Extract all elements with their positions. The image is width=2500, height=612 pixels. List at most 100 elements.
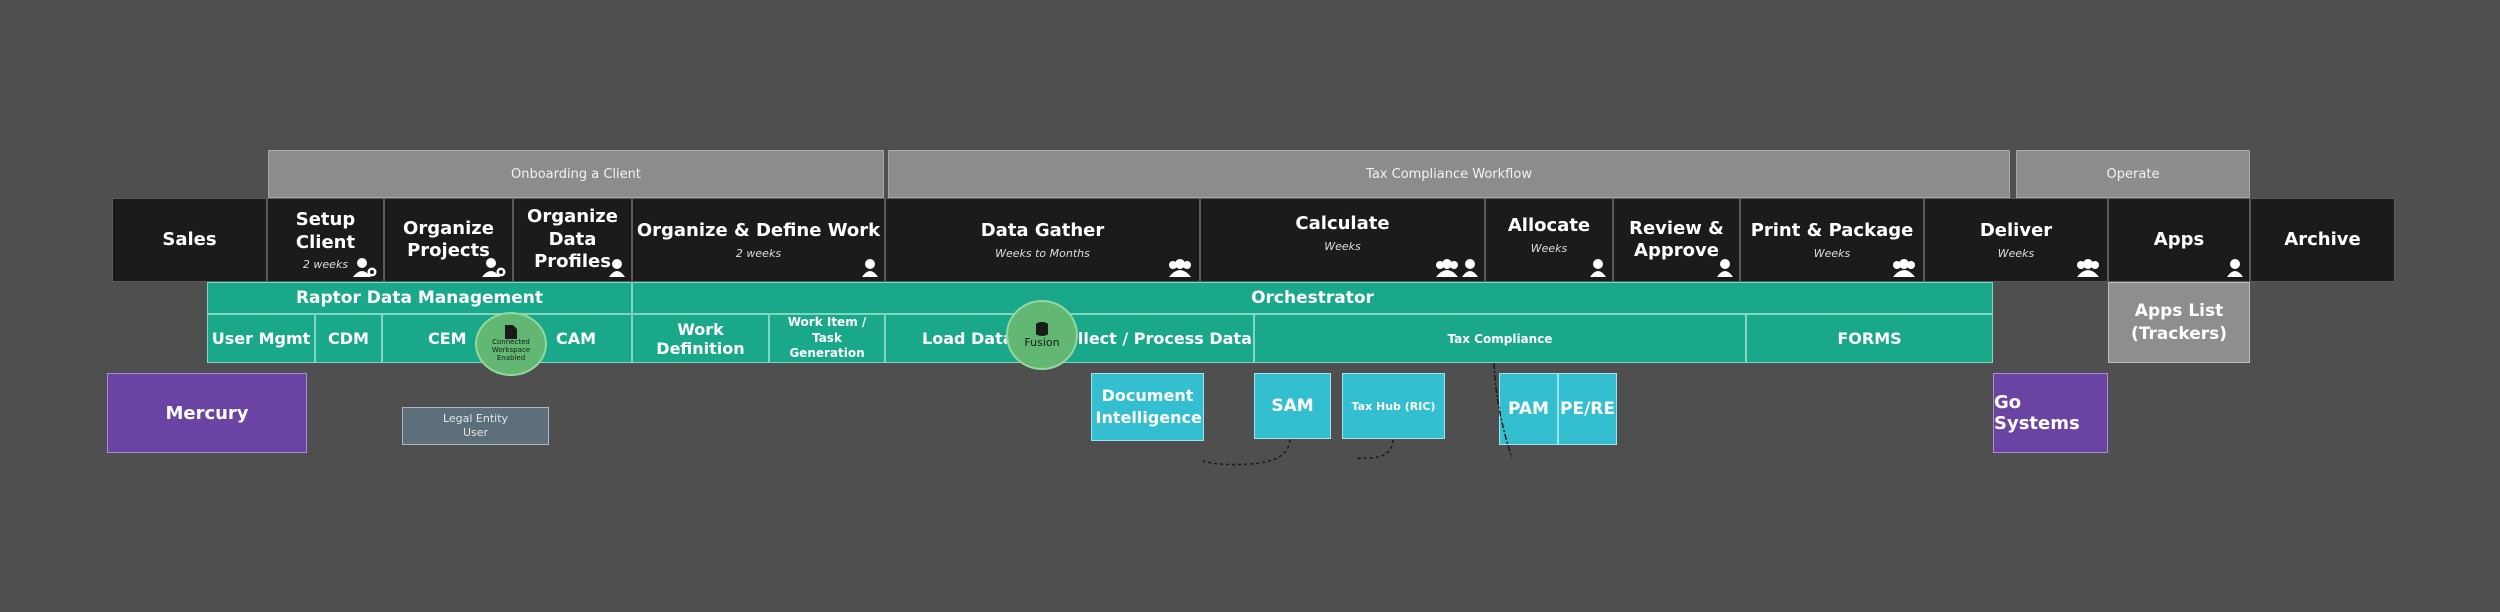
stage-calculate: Calculate Weeks [1200, 198, 1485, 282]
stage-calculate-duration: Weeks [1324, 239, 1361, 253]
stage-organize-define-work: Organize & Define Work 2 weeks [632, 198, 885, 282]
collect-process-label: Collect / Process Data [1055, 329, 1252, 348]
stage-print-package-title: Print & Package [1750, 220, 1914, 242]
cdm-label: CDM [328, 329, 369, 348]
stage-apps: Apps [2108, 198, 2250, 282]
pam: PAM [1499, 373, 1558, 445]
stage-allocate-duration: Weeks [1530, 241, 1568, 255]
stage-deliver: Deliver Weeks [1924, 198, 2108, 282]
stage-archive: Archive [2250, 198, 2395, 282]
raptor-label: Raptor Data Management [295, 288, 544, 308]
user-mgmt: User Mgmt [207, 314, 315, 363]
user-icon [862, 259, 878, 277]
legal-entity-user: Legal Entity User [402, 407, 549, 445]
user-icon [1590, 259, 1606, 277]
user-gear-icon [482, 257, 506, 277]
users-icon [1167, 259, 1193, 277]
user-mgmt-label: User Mgmt [211, 329, 311, 348]
mercury-label: Mercury [165, 402, 249, 424]
legal-entity-label: Legal Entity User [442, 411, 509, 439]
stage-print-package-duration: Weeks [1813, 246, 1851, 260]
cem-label: CEM [428, 329, 467, 348]
forms: FORMS [1746, 314, 1993, 363]
user-gear-icon [353, 257, 377, 277]
phase-tax-compliance-label: Tax Compliance Workflow [1366, 166, 1532, 182]
tax-hub-label: Tax Hub (RIC) [1351, 399, 1436, 413]
connected-workspace-label: Connected Workspace Enabled [491, 338, 531, 362]
connector-tax-compliance [1493, 362, 1513, 459]
go-systems-label: Go Systems [1994, 392, 2080, 434]
connected-workspace-badge: Connected Workspace Enabled [475, 312, 547, 376]
work-definition: Work Definition [632, 314, 769, 363]
orchestrator-label: Orchestrator [1251, 288, 1374, 308]
sam-label: SAM [1271, 396, 1314, 416]
stage-allocate-title: Allocate [1507, 215, 1591, 237]
user-icon [609, 259, 625, 277]
forms-label: FORMS [1837, 329, 1902, 348]
stage-setup-client-duration: 2 weeks [302, 258, 349, 271]
stage-sales-title: Sales [162, 228, 217, 250]
work-definition-label: Work Definition [656, 319, 745, 358]
stage-deliver-duration: Weeks [1997, 246, 2035, 260]
stage-organize-projects: Organize Projects [384, 198, 513, 282]
user-icon [1462, 259, 1478, 277]
users-icon [1891, 259, 1917, 277]
tax-compliance: Tax Compliance [1254, 314, 1746, 363]
phase-tax-compliance: Tax Compliance Workflow [888, 150, 2010, 198]
pe-re: PE/RE [1558, 373, 1617, 445]
stage-data-gather-title: Data Gather [980, 220, 1105, 242]
stage-calculate-title: Calculate [1295, 213, 1390, 235]
stage-deliver-title: Deliver [1979, 220, 2053, 242]
stage-review-approve-title: Review & Approve [1629, 217, 1724, 262]
stage-data-gather-duration: Weeks to Months [995, 246, 1090, 260]
sam: SAM [1254, 373, 1331, 439]
users-icon [2075, 259, 2101, 277]
database-icon [1036, 321, 1048, 336]
tax-hub-ric: Tax Hub (RIC) [1342, 373, 1445, 439]
stage-setup-client: Setup Client 2 weeks [267, 198, 384, 282]
users-icon [1434, 259, 1478, 277]
fusion-label: Fusion [1024, 335, 1060, 349]
go-systems: Go Systems [1993, 373, 2108, 453]
connector-sam [1202, 439, 1291, 466]
stage-organize-data-profiles: Organize Data Profiles [513, 198, 632, 282]
tax-compliance-label: Tax Compliance [1447, 331, 1553, 346]
apps-list-label: Apps List (Trackers) [2130, 301, 2228, 344]
user-icon [1717, 259, 1733, 277]
stage-organize-data-profiles-title: Organize Data Profiles [527, 206, 618, 273]
phase-onboarding: Onboarding a Client [268, 150, 884, 198]
phase-operate: Operate [2016, 150, 2250, 198]
pam-label: PAM [1508, 399, 1549, 419]
document-icon [505, 325, 517, 340]
document-intelligence-label: Document Intelligence [1095, 386, 1202, 427]
document-intelligence: Document Intelligence [1091, 373, 1204, 441]
connector-tax-hub [1354, 439, 1394, 460]
phase-onboarding-label: Onboarding a Client [511, 166, 641, 182]
collect-process-data: Collect / Process Data [1053, 314, 1254, 363]
stage-data-gather: Data Gather Weeks to Months [885, 198, 1200, 282]
stage-setup-client-title: Setup Client [295, 209, 356, 253]
stage-organize-define-work-duration: 2 weeks [735, 246, 782, 260]
stage-review-approve: Review & Approve [1613, 198, 1740, 282]
stage-allocate: Allocate Weeks [1485, 198, 1613, 282]
raptor-data-management: Raptor Data Management [207, 282, 632, 314]
load-data-label: Load Data [922, 329, 1014, 348]
work-item-task-generation: Work Item / Task Generation [769, 314, 885, 363]
apps-list-trackers: Apps List (Trackers) [2108, 282, 2250, 363]
mercury: Mercury [107, 373, 307, 453]
cam-label: CAM [555, 329, 596, 348]
pe-re-label: PE/RE [1560, 399, 1615, 419]
stage-archive-title: Archive [2284, 228, 2361, 250]
cdm: CDM [315, 314, 382, 363]
work-item-label: Work Item / Task Generation [787, 315, 867, 361]
stage-sales: Sales [112, 198, 267, 282]
user-icon [2227, 259, 2243, 277]
stage-print-package: Print & Package Weeks [1740, 198, 1924, 282]
orchestrator: Orchestrator [632, 282, 1993, 314]
stage-organize-define-work-title: Organize & Define Work [636, 220, 881, 242]
phase-operate-label: Operate [2106, 166, 2160, 182]
fusion-badge: Fusion [1006, 300, 1078, 370]
stage-organize-projects-title: Organize Projects [403, 217, 494, 262]
stage-apps-title: Apps [2153, 228, 2205, 250]
